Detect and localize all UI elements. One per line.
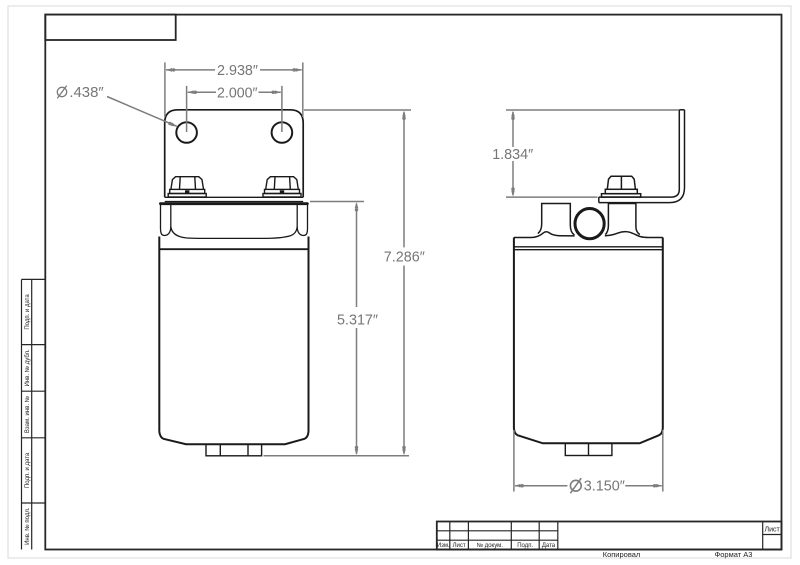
svg-text:Лист: Лист: [453, 543, 466, 549]
svg-text:Подп. и дата: Подп. и дата: [25, 452, 31, 488]
svg-text:Инв. № дубл.: Инв. № дубл.: [24, 349, 31, 386]
svg-text:3.150″: 3.150″: [584, 479, 625, 495]
svg-text:Копировал: Копировал: [603, 550, 641, 559]
svg-text:7.286″: 7.286″: [384, 250, 425, 266]
svg-text:2.000″: 2.000″: [217, 85, 258, 101]
svg-text:Формат А3: Формат А3: [715, 550, 753, 559]
svg-text:Взам. инв. №: Взам. инв. №: [24, 396, 31, 433]
svg-text:Изм.: Изм.: [437, 543, 450, 549]
svg-text:Подп. и дата: Подп. и дата: [25, 294, 31, 330]
svg-text:№ докум.: № докум.: [477, 542, 504, 549]
svg-text:Инв. № подл.: Инв. № подл.: [24, 507, 31, 545]
svg-text:5.317″: 5.317″: [337, 312, 378, 328]
svg-text:.438″: .438″: [69, 85, 103, 101]
svg-text:Подп.: Подп.: [517, 543, 533, 549]
svg-text:2.938″: 2.938″: [217, 63, 258, 79]
svg-text:1.834″: 1.834″: [492, 147, 533, 163]
svg-text:Лист: Лист: [764, 527, 780, 534]
svg-text:Дата: Дата: [542, 543, 556, 549]
